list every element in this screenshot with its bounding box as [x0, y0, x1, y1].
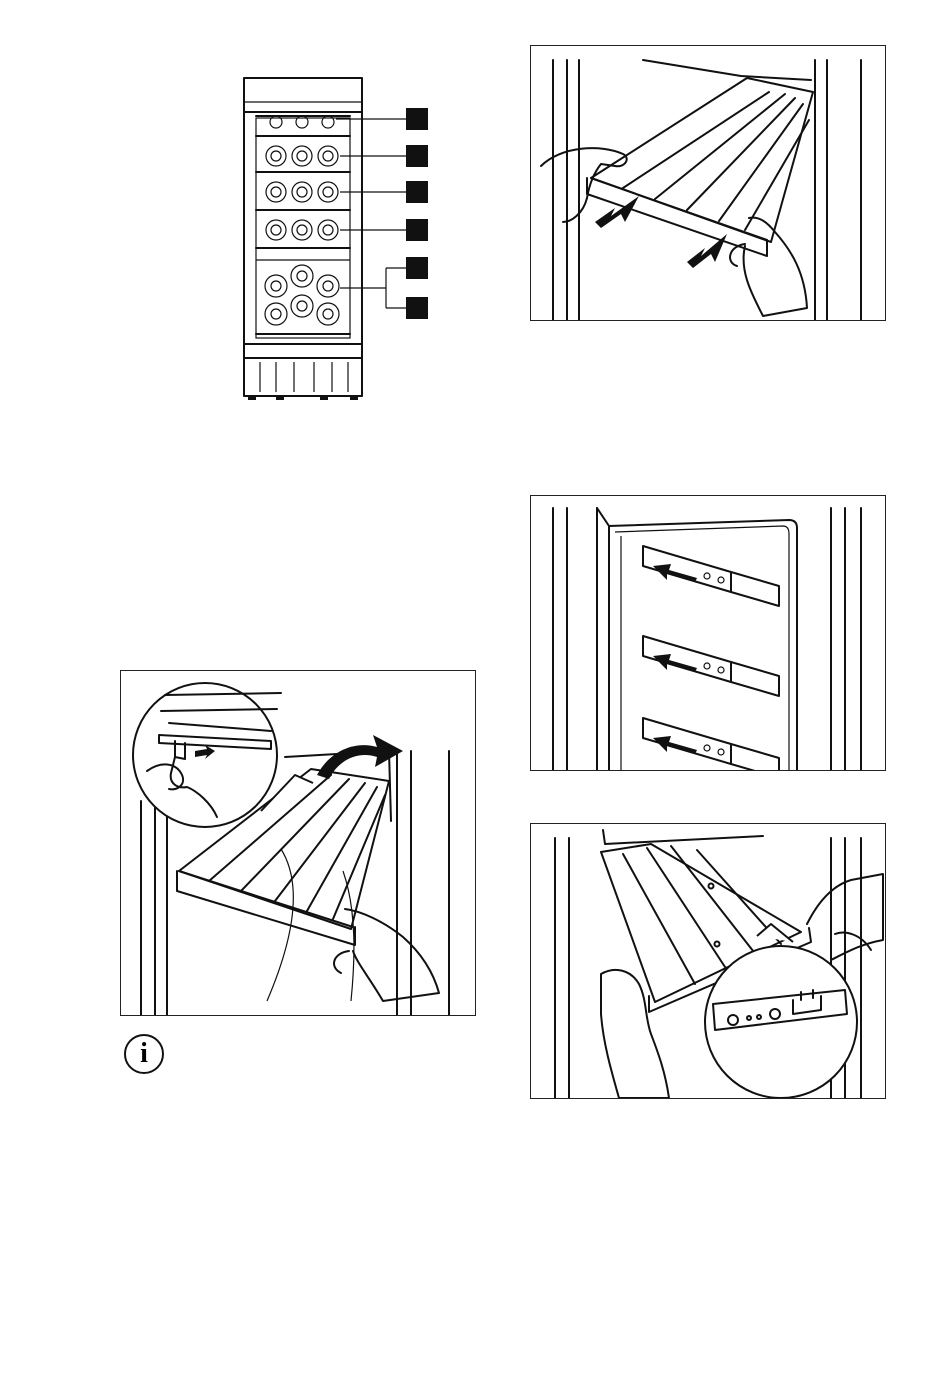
- slide-rails-back-figure: [530, 495, 886, 771]
- mount-shelf-on-rails-figure: [530, 823, 886, 1099]
- bottle-end: [271, 281, 281, 291]
- push-arrows-icon: [653, 564, 697, 582]
- bottle-end: [323, 281, 333, 291]
- bottle-end: [318, 220, 338, 240]
- bottle-end: [292, 220, 312, 240]
- bottle-end: [271, 187, 281, 197]
- bottle-end: [323, 187, 333, 197]
- bottle-end: [265, 303, 287, 325]
- info-icon-glyph: i: [140, 1040, 148, 1068]
- bottle-end: [323, 151, 333, 161]
- bottle-end: [291, 265, 313, 287]
- bottle-end: [317, 275, 339, 297]
- rail-hole: [704, 745, 710, 751]
- bottle-end: [266, 146, 286, 166]
- bottle-end: [318, 182, 338, 202]
- rail-extension-3: [731, 744, 779, 770]
- rail-extension-2: [731, 662, 779, 696]
- bottle-end: [323, 225, 333, 235]
- rail-hole: [718, 667, 724, 673]
- callout-marker-5: [406, 257, 428, 279]
- rail-hole: [704, 663, 710, 669]
- wine-cabinet-icon: [236, 72, 446, 404]
- tilt-shelf-release-clip-figure: [120, 670, 476, 1016]
- bottle-end: [271, 309, 281, 319]
- info-icon: i: [124, 1034, 164, 1074]
- rail-hole: [718, 749, 724, 755]
- callout-marker-6: [406, 297, 428, 319]
- bottle-end: [292, 182, 312, 202]
- callout-marker-2: [406, 145, 428, 167]
- bottle-end: [297, 151, 307, 161]
- rail-hole: [704, 573, 710, 579]
- bottle-end: [297, 225, 307, 235]
- push-arrows-icon: [653, 736, 697, 754]
- bottle-end: [271, 151, 281, 161]
- bottle-end: [266, 182, 286, 202]
- bottle-end: [265, 275, 287, 297]
- bottle-end: [323, 309, 333, 319]
- callout-marker-4: [406, 219, 428, 241]
- remove-shelf-figure: [530, 45, 886, 321]
- cabinet-overview-figure: [236, 72, 446, 404]
- bottle-end: [291, 295, 313, 317]
- callout-marker-3: [406, 181, 428, 203]
- push-arrows-icon: [653, 654, 697, 672]
- bottle-end: [317, 303, 339, 325]
- bottle-end: [297, 187, 307, 197]
- rail-extension-1: [731, 572, 779, 606]
- callout-marker-1: [406, 108, 428, 130]
- bottle-end: [297, 271, 307, 281]
- bottle-end: [292, 146, 312, 166]
- bottle-end: [297, 301, 307, 311]
- bottle-end: [266, 220, 286, 240]
- bottle-end: [318, 146, 338, 166]
- rail-hole: [718, 577, 724, 583]
- bottle-end: [271, 225, 281, 235]
